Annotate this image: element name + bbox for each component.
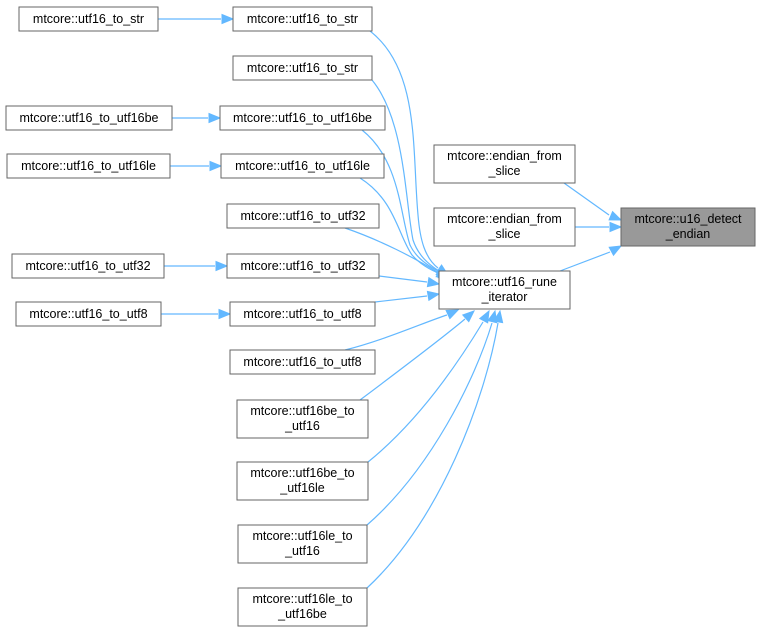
node-label: _endian — [665, 227, 711, 241]
node-label: _utf16be — [277, 607, 327, 621]
edge-be-utf16le-to-rune — [367, 309, 490, 463]
arrowhead-icon — [215, 260, 229, 272]
node-utf16-to-utf32-1[interactable]: mtcore::utf16_to_utf32 — [226, 203, 380, 229]
node-utf16-to-utf32-caller[interactable]: mtcore::utf16_to_utf32 — [11, 253, 165, 279]
arrowhead-icon — [608, 245, 623, 257]
node-label: mtcore::utf16_to_str — [33, 12, 144, 26]
edge-le-utf16-to-rune — [366, 309, 498, 526]
arrowhead-icon — [221, 13, 235, 25]
node-utf16-to-utf8-1[interactable]: mtcore::utf16_to_utf8 — [229, 301, 376, 327]
edge-be-utf16-to-rune — [359, 310, 475, 401]
edge-to-utf32-caller — [164, 260, 229, 272]
node-label: mtcore::utf16_to_utf16be — [233, 111, 372, 125]
edge-utf8-1-to-rune — [374, 290, 441, 303]
node-utf16-to-str-1[interactable]: mtcore::utf16_to_str — [232, 6, 373, 32]
arrowhead-icon — [608, 210, 623, 221]
node-label: mtcore::utf16le_to — [252, 592, 352, 606]
node-utf16be-to-utf16[interactable]: mtcore::utf16be_to _utf16 — [236, 399, 369, 439]
edge-slice2-to-target — [575, 221, 623, 233]
node-label: mtcore::endian_from — [447, 212, 562, 226]
node-label: _utf16 — [284, 419, 320, 433]
arrowhead-icon — [208, 112, 222, 124]
node-utf16-to-utf16be[interactable]: mtcore::utf16_to_utf16be — [219, 105, 386, 131]
edge-to-utf16be-caller — [172, 112, 222, 124]
node-label: mtcore::endian_from — [447, 149, 562, 163]
arrowhead-icon — [492, 309, 504, 324]
node-label: mtcore::utf16_to_str — [247, 12, 358, 26]
edge-rune-to-target — [559, 245, 623, 272]
node-label: mtcore::utf16_to_utf16le — [235, 159, 370, 173]
node-label: mtcore::utf16_to_utf8 — [243, 355, 361, 369]
node-utf16-to-utf16be-caller[interactable]: mtcore::utf16_to_utf16be — [5, 105, 173, 131]
node-utf16le-to-utf16be[interactable]: mtcore::utf16le_to _utf16be — [237, 587, 368, 627]
arrowhead-icon — [426, 276, 441, 288]
arrowhead-icon — [445, 309, 460, 320]
node-utf16-to-utf16le[interactable]: mtcore::utf16_to_utf16le — [220, 153, 385, 179]
node-label: _slice — [488, 164, 521, 178]
node-label: mtcore::utf16_to_str — [247, 61, 358, 75]
node-label: mtcore::utf16_to_utf32 — [240, 209, 365, 223]
arrowhead-icon — [218, 308, 232, 320]
node-utf16-to-utf16le-caller[interactable]: mtcore::utf16_to_utf16le — [6, 153, 171, 179]
node-utf16-to-str-2[interactable]: mtcore::utf16_to_str — [232, 55, 373, 81]
node-label: mtcore::utf16_to_utf32 — [25, 259, 150, 273]
edge-to-utf8-caller — [161, 308, 232, 320]
node-label: _utf16le — [279, 481, 325, 495]
node-label: mtcore::utf16_rune — [452, 275, 557, 289]
node-utf16le-to-utf16[interactable]: mtcore::utf16le_to _utf16 — [237, 524, 368, 564]
node-utf16be-to-utf16le[interactable]: mtcore::utf16be_to _utf16le — [236, 461, 369, 501]
node-label: _slice — [488, 227, 521, 241]
node-utf16-rune-iterator[interactable]: mtcore::utf16_rune _iterator — [438, 270, 571, 310]
node-label: mtcore::utf16_to_utf16be — [20, 111, 159, 125]
node-label: mtcore::utf16_to_utf8 — [29, 307, 147, 321]
edge-utf32-2-to-rune — [378, 275, 441, 288]
edge-le-utf16be-to-rune — [366, 309, 504, 589]
node-label: mtcore::utf16_to_utf16le — [21, 159, 156, 173]
node-label: _utf16 — [284, 544, 320, 558]
arrowhead-icon — [478, 309, 490, 324]
node-utf16-to-utf8-caller[interactable]: mtcore::utf16_to_utf8 — [15, 301, 162, 327]
node-label: mtcore::u16_detect — [634, 212, 742, 226]
arrowhead-icon — [209, 160, 223, 172]
node-label: mtcore::utf16_to_utf32 — [240, 259, 365, 273]
node-label: mtcore::utf16be_to — [250, 466, 354, 480]
node-utf16-to-utf32-2[interactable]: mtcore::utf16_to_utf32 — [226, 253, 380, 279]
arrowhead-icon — [609, 221, 623, 233]
node-label: mtcore::utf16_to_utf8 — [243, 307, 361, 321]
node-endian-from-slice-1[interactable]: mtcore::endian_from _slice — [433, 144, 576, 184]
node-utf16-to-str-caller[interactable]: mtcore::utf16_to_str — [18, 6, 159, 32]
node-label: mtcore::utf16le_to — [252, 529, 352, 543]
node-u16-detect-endian[interactable]: mtcore::u16_detect _endian — [620, 207, 756, 247]
node-label: mtcore::utf16be_to — [250, 404, 354, 418]
arrowhead-icon — [461, 310, 475, 323]
node-endian-from-slice-2[interactable]: mtcore::endian_from _slice — [433, 207, 576, 247]
arrowhead-icon — [426, 290, 441, 302]
edge-slice1-to-target — [563, 182, 623, 221]
edge-utf8-2-to-rune — [344, 309, 460, 351]
node-utf16-to-utf8-2[interactable]: mtcore::utf16_to_utf8 — [229, 349, 376, 375]
node-label: _iterator — [481, 290, 528, 304]
edge-to-str-caller — [158, 13, 235, 25]
edge-to-utf16le-caller — [170, 160, 223, 172]
